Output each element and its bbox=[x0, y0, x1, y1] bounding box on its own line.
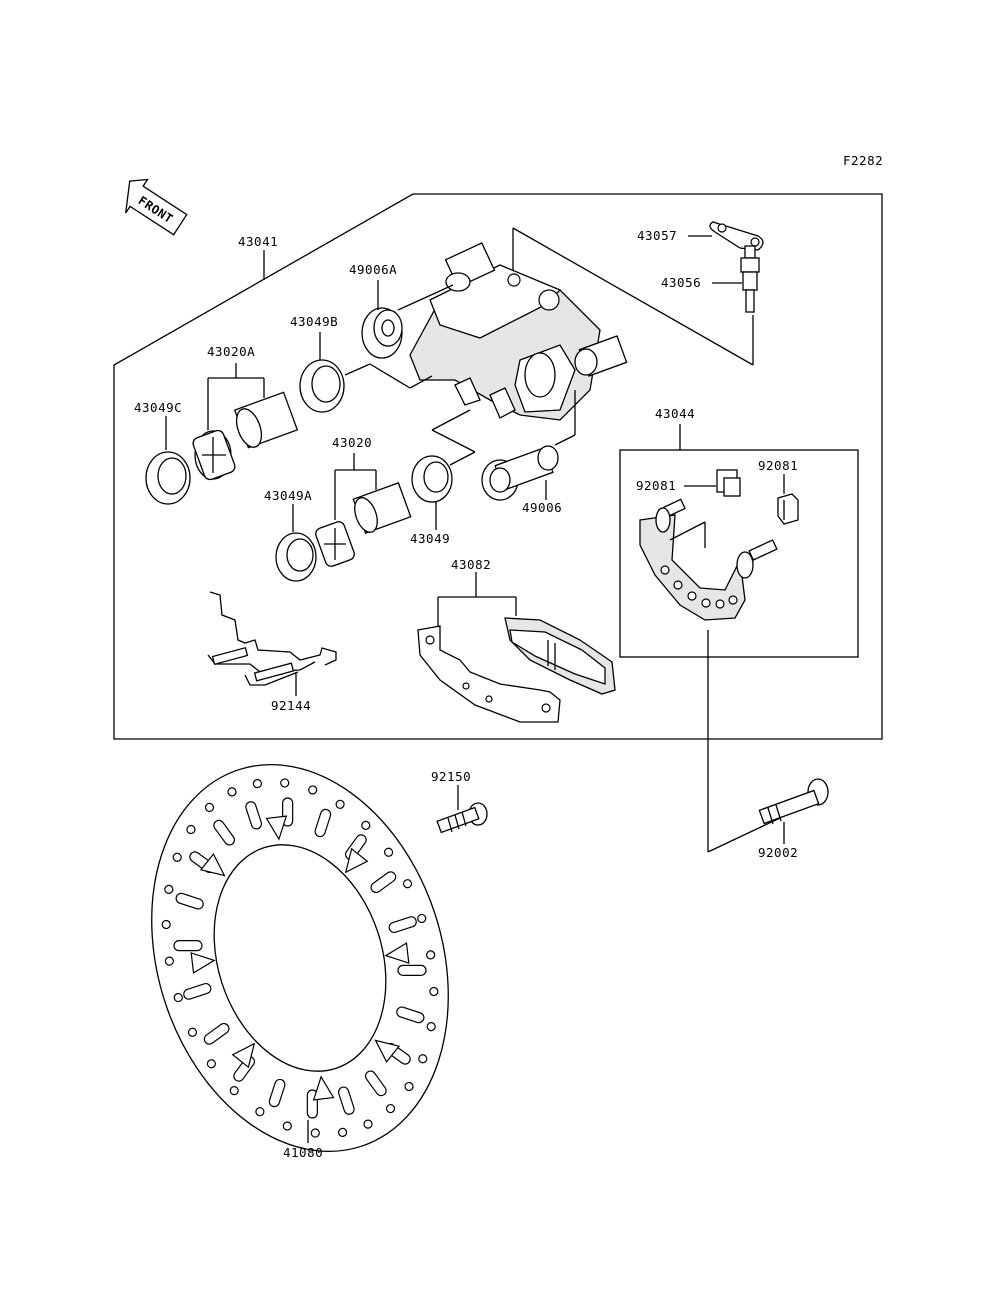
caliper-body bbox=[409, 242, 628, 421]
label-43049: 43049 bbox=[410, 531, 450, 546]
slide-pin-49006 bbox=[481, 445, 559, 501]
label-43020A: 43020A bbox=[207, 344, 255, 359]
label-92150: 92150 bbox=[431, 769, 471, 784]
label-92002: 92002 bbox=[758, 845, 798, 860]
caliper-bracket-43044 bbox=[639, 498, 778, 621]
bolt-92150 bbox=[436, 802, 488, 834]
label-43057: 43057 bbox=[637, 228, 677, 243]
label-43049C: 43049C bbox=[134, 400, 182, 415]
bleeder-valve-43056 bbox=[740, 245, 760, 313]
piston-insulator-43020A bbox=[192, 429, 236, 481]
label-41080: 41080 bbox=[283, 1145, 323, 1160]
label-43082: 43082 bbox=[451, 557, 491, 572]
seal-43049 bbox=[411, 455, 453, 503]
label-92081-right: 92081 bbox=[758, 458, 798, 473]
label-43041: 43041 bbox=[238, 234, 278, 249]
label-43049A: 43049A bbox=[264, 488, 312, 503]
piston-43020 bbox=[352, 482, 412, 534]
label-92081-left: 92081 bbox=[636, 478, 676, 493]
label-43049B: 43049B bbox=[290, 314, 338, 329]
pad-spring-92081-left bbox=[716, 469, 741, 497]
figure-code: F2282 bbox=[843, 153, 883, 168]
label-92144: 92144 bbox=[271, 698, 311, 713]
bolt-92002 bbox=[758, 778, 829, 825]
brake-pad-43082 bbox=[504, 617, 616, 695]
pad-spring-92081-right bbox=[777, 493, 799, 525]
pin-boot-49006A bbox=[361, 307, 403, 359]
label-43020: 43020 bbox=[332, 435, 372, 450]
label-49006A: 49006A bbox=[349, 262, 397, 277]
brake-disc-41080 bbox=[151, 763, 449, 1153]
label-43056: 43056 bbox=[661, 275, 701, 290]
piston-insulator-43020 bbox=[315, 521, 355, 567]
label-49006: 49006 bbox=[522, 500, 562, 515]
piston-43020A bbox=[233, 391, 299, 449]
seal-43049A bbox=[275, 532, 317, 582]
seal-43049C bbox=[145, 451, 191, 505]
anti-rattle-spring-92144 bbox=[207, 591, 337, 686]
label-43044: 43044 bbox=[655, 406, 695, 421]
brake-pad-backing-43082 bbox=[417, 625, 561, 723]
front-arrow-icon: FRONT bbox=[125, 178, 188, 236]
bracket-box-outline bbox=[619, 449, 859, 658]
caliper-assembly-outline bbox=[113, 193, 883, 740]
seal-43049B bbox=[299, 359, 345, 413]
